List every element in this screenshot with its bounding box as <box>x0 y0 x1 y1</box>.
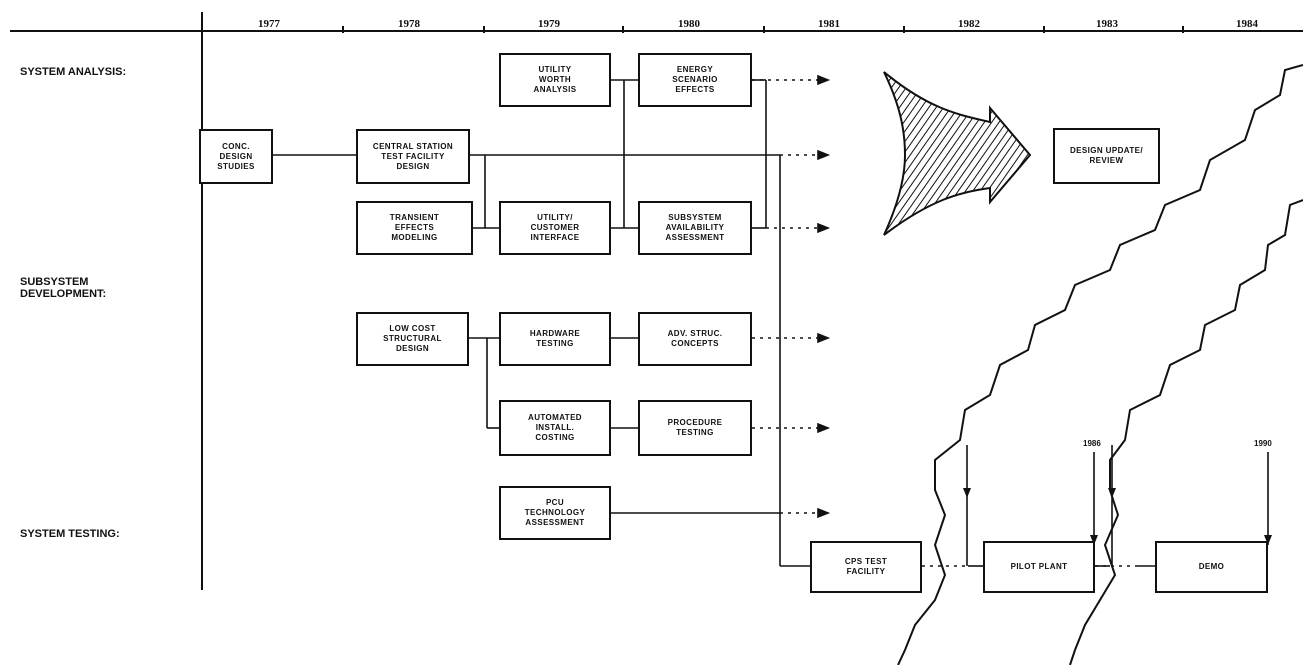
timeline-axis <box>10 12 1303 590</box>
dotted-arrows <box>752 74 1138 567</box>
box-subsystem-availability-assessment: SUBSYSTEM AVAILABILITY ASSESSMENT <box>638 201 752 255</box>
break-lines <box>897 64 1303 665</box>
hatched-arrow <box>883 71 1032 236</box>
year-label-1981: 1981 <box>818 18 840 30</box>
row-label-system-analysis: SYSTEM ANALYSIS: <box>20 66 127 78</box>
box-pcu-technology-assessment: PCU TECHNOLOGY ASSESSMENT <box>499 486 611 540</box>
box-demo: DEMO <box>1155 541 1268 593</box>
box-central-station-test-facility-design: CENTRAL STATION TEST FACILITY DESIGN <box>356 129 470 184</box>
year-label-1983: 1983 <box>1096 18 1118 30</box>
box-energy-scenario-effects: ENERGY SCENARIO EFFECTS <box>638 53 752 107</box>
year-label-1979: 1979 <box>538 18 560 30</box>
box-procedure-testing: PROCEDURE TESTING <box>638 400 752 456</box>
row-label-subsystem-development: SUBSYSTEM DEVELOPMENT: <box>20 276 107 300</box>
box-conc-design-studies: CONC. DESIGN STUDIES <box>199 129 273 184</box>
year-label-1978: 1978 <box>398 18 420 30</box>
year-label-1980: 1980 <box>678 18 700 30</box>
box-transient-effects-modeling: TRANSIENT EFFECTS MODELING <box>356 201 473 255</box>
year-label-1984: 1984 <box>1236 18 1258 30</box>
year-label-1977: 1977 <box>258 18 280 30</box>
box-low-cost-structural-design: LOW COST STRUCTURAL DESIGN <box>356 312 469 366</box>
box-hardware-testing: HARDWARE TESTING <box>499 312 611 366</box>
box-pilot-plant: PILOT PLANT <box>983 541 1095 593</box>
box-adv-struc-concepts: ADV. STRUC. CONCEPTS <box>638 312 752 366</box>
box-utility-customer-interface: UTILITY/ CUSTOMER INTERFACE <box>499 201 611 255</box>
marker-pilot-year: 1986 <box>1083 439 1101 448</box>
box-utility-worth-analysis: UTILITY WORTH ANALYSIS <box>499 53 611 107</box>
connector-lines <box>273 79 1269 567</box>
year-label-1982: 1982 <box>958 18 980 30</box>
box-design-update-review: DESIGN UPDATE/ REVIEW <box>1053 128 1160 184</box>
row-label-system-testing: SYSTEM TESTING: <box>20 528 120 540</box>
marker-demo-year: 1990 <box>1254 439 1272 448</box>
box-automated-install-costing: AUTOMATED INSTALL. COSTING <box>499 400 611 456</box>
box-cps-test-facility: CPS TEST FACILITY <box>810 541 922 593</box>
